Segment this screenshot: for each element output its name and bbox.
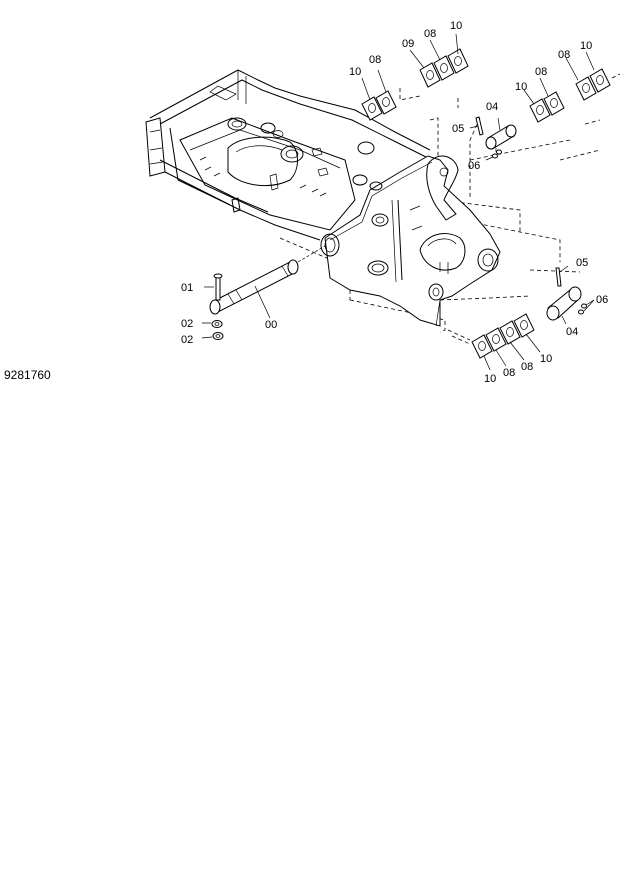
shim-group-c [523,77,565,123]
label-08-f: 08 [521,361,533,373]
part-labels: 00 01 02 02 04 05 06 05 06 04 10 08 09 0… [181,20,608,385]
label-01: 01 [181,282,193,294]
label-02-lower: 02 [181,334,193,346]
label-09: 09 [402,38,414,50]
label-06-upper: 06 [468,160,480,172]
label-10-a: 10 [349,66,361,78]
label-02-upper: 02 [181,318,193,330]
pin-assembly-00 [201,245,326,340]
label-08-d: 08 [558,49,570,61]
label-05-upper: 05 [452,123,464,135]
label-10-e: 10 [484,373,496,385]
pin-assembly-04-lower [546,265,595,325]
pin-assembly-04-upper [469,116,517,161]
label-04-upper: 04 [486,101,498,113]
label-05-lower: 05 [576,257,588,269]
label-08-c: 08 [535,66,547,78]
label-06-lower: 06 [596,294,608,306]
label-08-a: 08 [369,54,381,66]
shim-group-a [361,69,397,121]
label-00: 00 [265,319,277,331]
label-10-f: 10 [540,353,552,365]
shim-group-b [409,33,469,88]
shim-group-e [451,313,541,371]
label-08-e: 08 [503,367,515,379]
label-08-b: 08 [424,28,436,40]
label-10-c: 10 [515,81,527,93]
shims [361,33,620,371]
frame-body [145,69,431,241]
label-10-b: 10 [450,20,462,32]
boom-bracket [320,141,501,327]
shim-group-d [565,51,620,101]
dashed-outline [279,88,601,341]
label-04-lower: 04 [566,326,578,338]
figure-code: 9281760 [4,368,51,382]
label-10-d: 10 [580,40,592,52]
